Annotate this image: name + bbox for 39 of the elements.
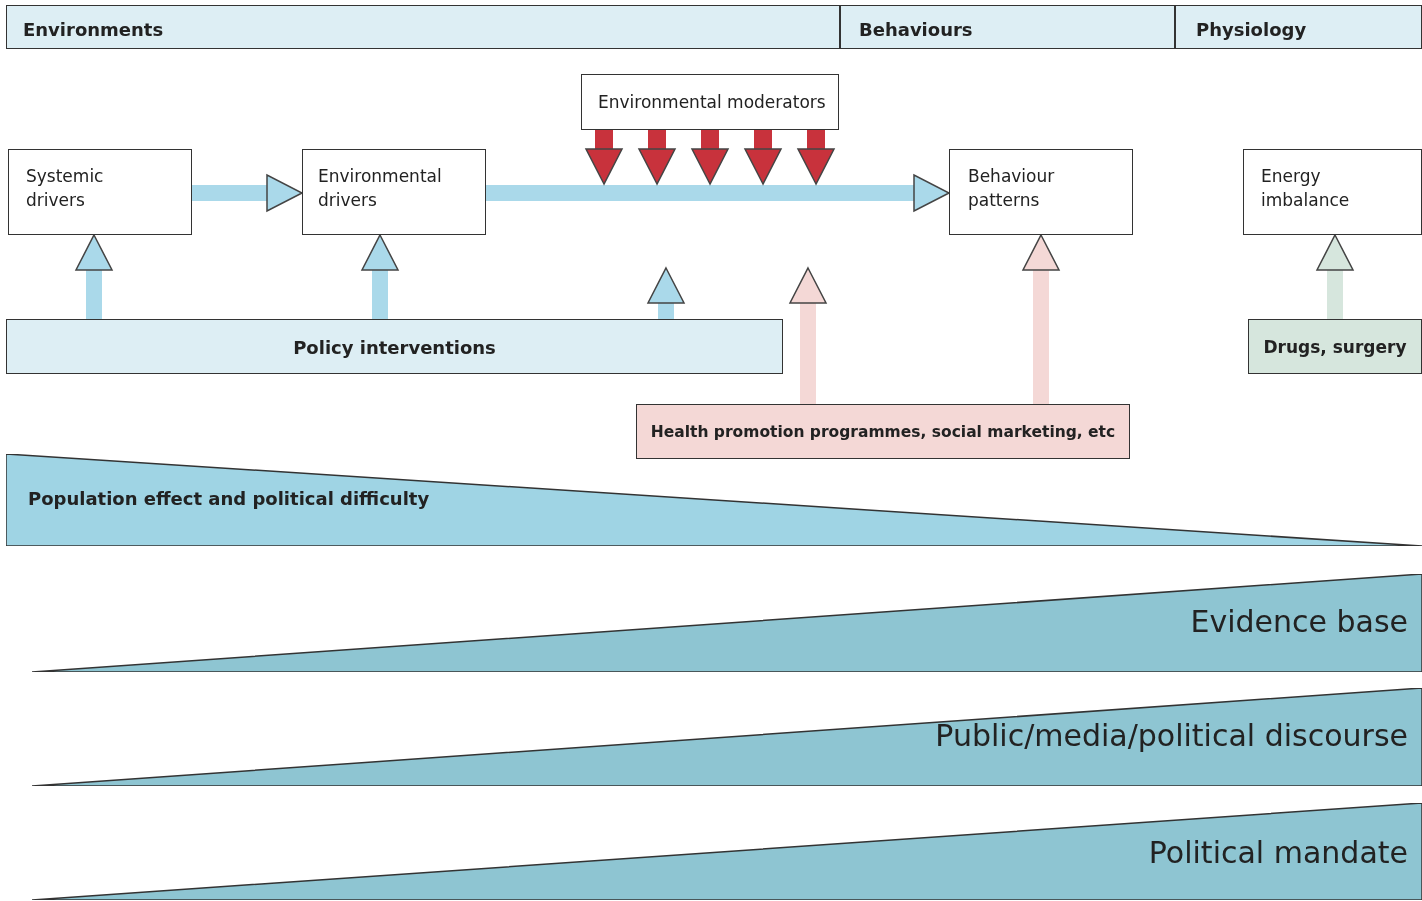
header-band — [840, 5, 1175, 49]
block-arrow — [74, 233, 114, 319]
wedge-label: Evidence base — [1190, 603, 1408, 641]
node-label: Policy interventions — [292, 335, 497, 360]
intervention-box — [1248, 319, 1422, 374]
node-label: Environments — [23, 18, 164, 42]
process-box — [302, 149, 486, 235]
process-box — [1243, 149, 1422, 235]
node-label: Behaviour patterns — [968, 165, 1056, 212]
wedge-label: Public/media/political discourse — [935, 717, 1408, 755]
node-label: Behaviours — [859, 18, 973, 42]
moderator-box — [581, 74, 839, 130]
block-arrow — [637, 130, 677, 186]
block-arrow — [1021, 233, 1061, 404]
wedge-label: Population effect and political difficulty — [28, 487, 430, 512]
block-arrow — [1315, 233, 1355, 319]
block-arrow — [690, 130, 730, 186]
wedge-label: Political mandate — [1148, 834, 1408, 872]
block-arrow — [360, 233, 400, 319]
node-label: Drugs, surgery — [1262, 335, 1408, 359]
block-arrow — [192, 173, 304, 213]
node-label: Environmental drivers — [318, 165, 443, 212]
block-arrow — [646, 266, 686, 319]
node-label: Health promotion programmes, social marketing, etc — [649, 421, 1117, 443]
block-arrow — [743, 130, 783, 186]
intervention-band — [6, 319, 783, 374]
block-arrow — [788, 266, 828, 404]
process-box — [8, 149, 192, 235]
block-arrow — [796, 130, 836, 186]
process-box — [949, 149, 1133, 235]
header-band — [1175, 5, 1422, 49]
node-label: Systemic drivers — [26, 165, 105, 212]
block-arrow — [584, 130, 624, 186]
node-label: Environmental moderators — [598, 91, 826, 114]
node-label: Physiology — [1196, 18, 1307, 42]
header-band — [6, 5, 840, 49]
block-arrow — [486, 173, 951, 213]
node-label: Energy imbalance — [1261, 165, 1351, 212]
intervention-box — [636, 404, 1130, 459]
